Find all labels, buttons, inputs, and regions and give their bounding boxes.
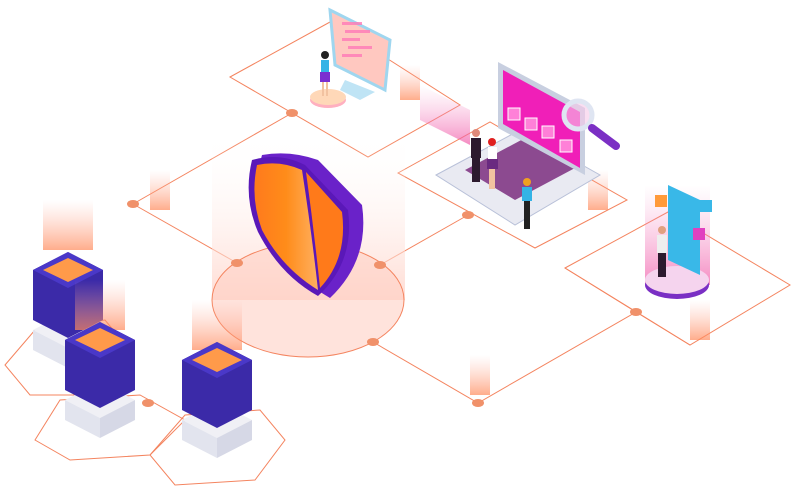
server-hex-3	[149, 409, 286, 486]
laptop-icon	[420, 62, 602, 226]
person-icon	[320, 51, 330, 96]
people-group	[471, 129, 532, 229]
glow-cubes	[150, 65, 710, 395]
magnifier-icon	[561, 98, 620, 150]
smartphone-icon	[645, 185, 712, 299]
shield-icon	[248, 153, 364, 298]
network-nodes	[127, 109, 642, 407]
server-rack-icon	[33, 200, 252, 458]
monitor-icon	[310, 7, 392, 108]
